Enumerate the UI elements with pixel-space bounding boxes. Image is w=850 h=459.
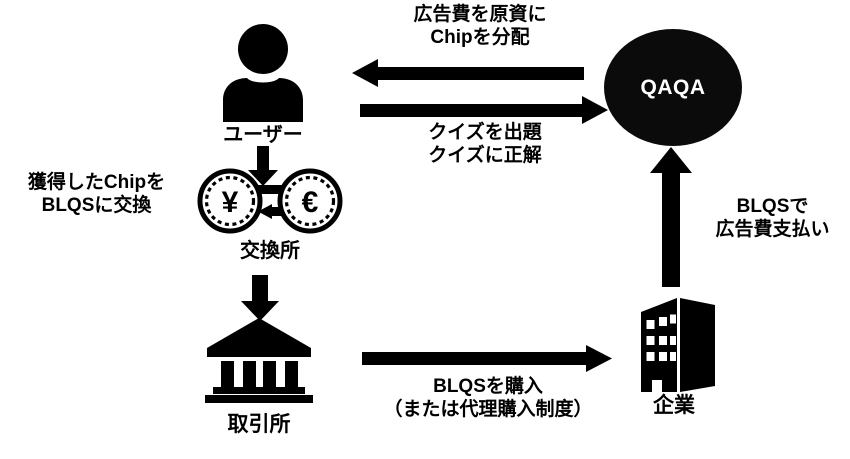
arrow-right-quiz [360,96,608,126]
flow-label-buy-blqs: BLQSを購入 （または代理購入制度） [383,376,593,420]
node-label-exchange: 交換所 [240,240,300,262]
arrow-left-ad-revenue [352,58,584,88]
flow-label-quiz-flow: クイズを出題 クイズに正解 [428,122,542,166]
node-label-company: 企業 [653,394,695,417]
flow-label-ad-revenue-to-chip: 広告費を原資に Chipを分配 [413,4,547,48]
flow-label-chip-to-blqs: 獲得したChipを BLQSに交換 [27,172,166,216]
node-label-qaqa: QAQA [640,75,706,99]
node-label-bank: 取引所 [227,413,291,436]
node-qaqa[interactable]: QAQA [604,29,742,146]
node-label-user: ユーザー [223,124,303,146]
office-building-icon [629,294,719,392]
arrow-down-user-to-exchange [248,146,278,186]
flow-label-blqs-ad-payment: BLQSで 広告費支払い [715,196,830,240]
euro-coin-icon: € [277,168,343,234]
svg-text:¥: ¥ [222,186,239,219]
bank-icon [203,318,315,403]
arrow-up-blqs-ad-payment [650,147,692,287]
svg-text:€: € [302,186,319,219]
arrow-down-exchange-to-bank [241,275,279,321]
yen-coin-icon: ¥ [197,168,263,234]
person-icon [214,22,312,122]
arrow-right-buy-blqs [362,345,612,373]
